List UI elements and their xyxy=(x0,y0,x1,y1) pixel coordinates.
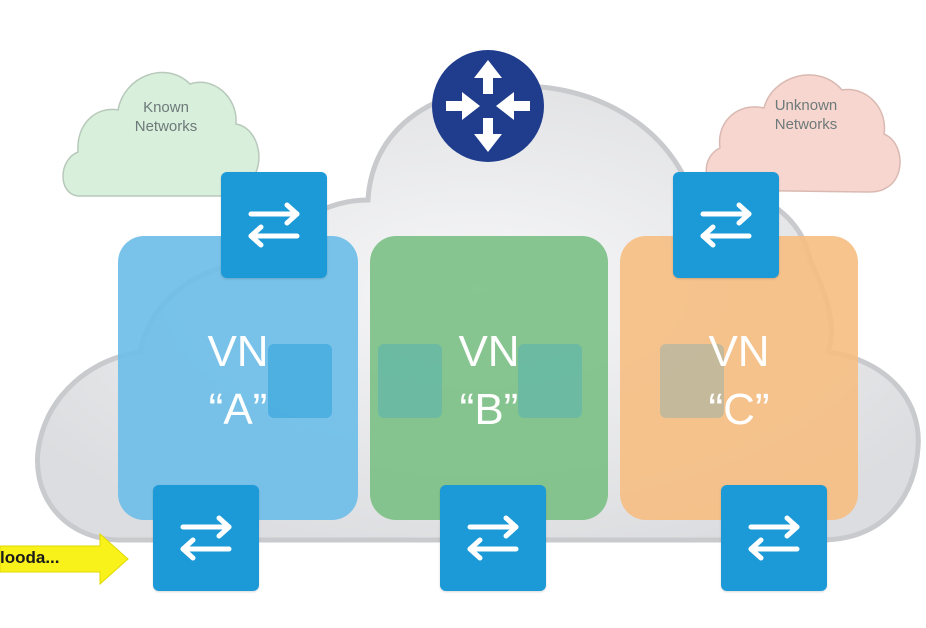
switch-icon xyxy=(180,515,232,561)
switch-icon xyxy=(748,515,800,561)
callout-text: looda... xyxy=(0,548,60,567)
switch-bottom-left xyxy=(153,485,259,591)
ghost-switch-c xyxy=(660,344,724,418)
unknown-networks-line-1: Unknown xyxy=(774,97,838,114)
vn-b-name: “B” xyxy=(459,385,519,434)
ghost-switch-a xyxy=(268,344,332,418)
known-networks-line-1: Known xyxy=(143,99,189,116)
router-icon xyxy=(432,50,544,162)
switch-icon xyxy=(248,202,300,248)
switch-top-right xyxy=(673,172,779,278)
switch-bottom-right xyxy=(721,485,827,591)
vn-a-label: VN xyxy=(207,327,269,376)
switch-top-left xyxy=(221,172,327,278)
switch-icon xyxy=(700,202,752,248)
known-networks-label: Known Networks xyxy=(118,98,214,136)
unknown-networks-line-2: Networks xyxy=(774,116,838,133)
switch-bottom-center xyxy=(440,485,546,591)
ghost-switch-b-left xyxy=(378,344,442,418)
vn-a-name: “A” xyxy=(208,385,268,434)
virtual-network-a: VN “A” xyxy=(118,236,358,520)
switch-icon xyxy=(467,515,519,561)
ghost-switch-b-right xyxy=(518,344,582,418)
unknown-networks-label: Unknown Networks xyxy=(756,96,856,134)
arrow-right-icon xyxy=(0,532,129,586)
router xyxy=(430,48,546,164)
virtual-network-c: VN “C” xyxy=(620,236,858,520)
callout-arrow: looda... xyxy=(0,530,130,588)
known-networks-line-2: Networks xyxy=(134,118,198,135)
vn-c-label: VN xyxy=(708,327,770,376)
vn-c-name: “C” xyxy=(708,385,770,434)
vn-b-label: VN xyxy=(458,327,520,376)
virtual-network-b: VN “B” xyxy=(370,236,608,520)
